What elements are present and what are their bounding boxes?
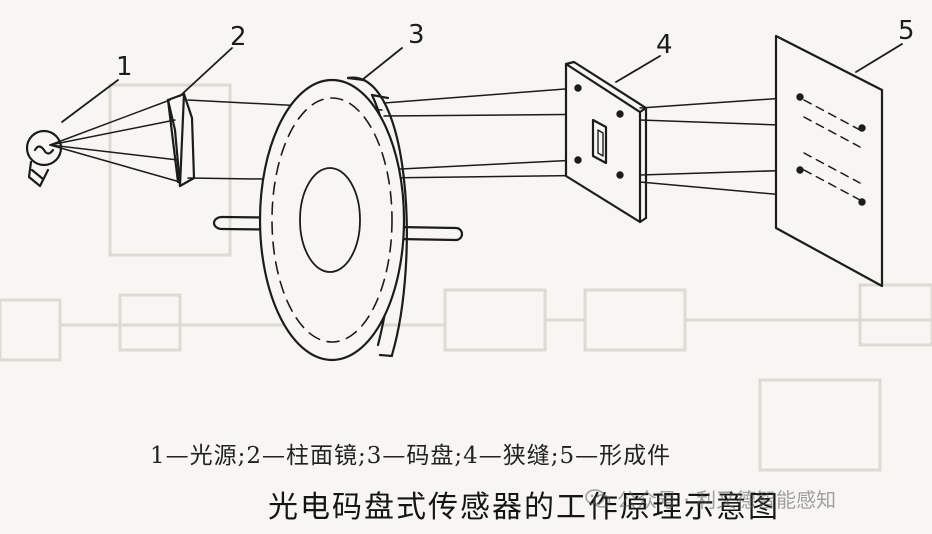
label-3: 3 (408, 20, 425, 50)
imaging-screen (774, 34, 884, 288)
figure-title: 光电码盘式传感器的工作原理示意图 (268, 490, 780, 525)
legend-caption: 1—光源;2—柱面镜;3—码盘;4—狭缝;5—形成件 (150, 443, 672, 469)
light-rays (49, 87, 863, 203)
label-4: 4 (656, 30, 673, 60)
leader-lines (61, 43, 903, 123)
label-2: 2 (230, 22, 247, 52)
slit-plate (564, 60, 648, 224)
watermark-text: 公众号 · 利又德智能感知 (617, 488, 837, 512)
label-1: 1 (116, 52, 133, 82)
light-source (25, 129, 63, 188)
watermark: 公众号 · 利又德智能感知 (585, 484, 836, 513)
code-disk (258, 76, 408, 362)
label-5: 5 (898, 16, 915, 46)
cylindrical-lens (166, 92, 196, 188)
wechat-icon (585, 488, 611, 508)
shaft (212, 215, 464, 242)
